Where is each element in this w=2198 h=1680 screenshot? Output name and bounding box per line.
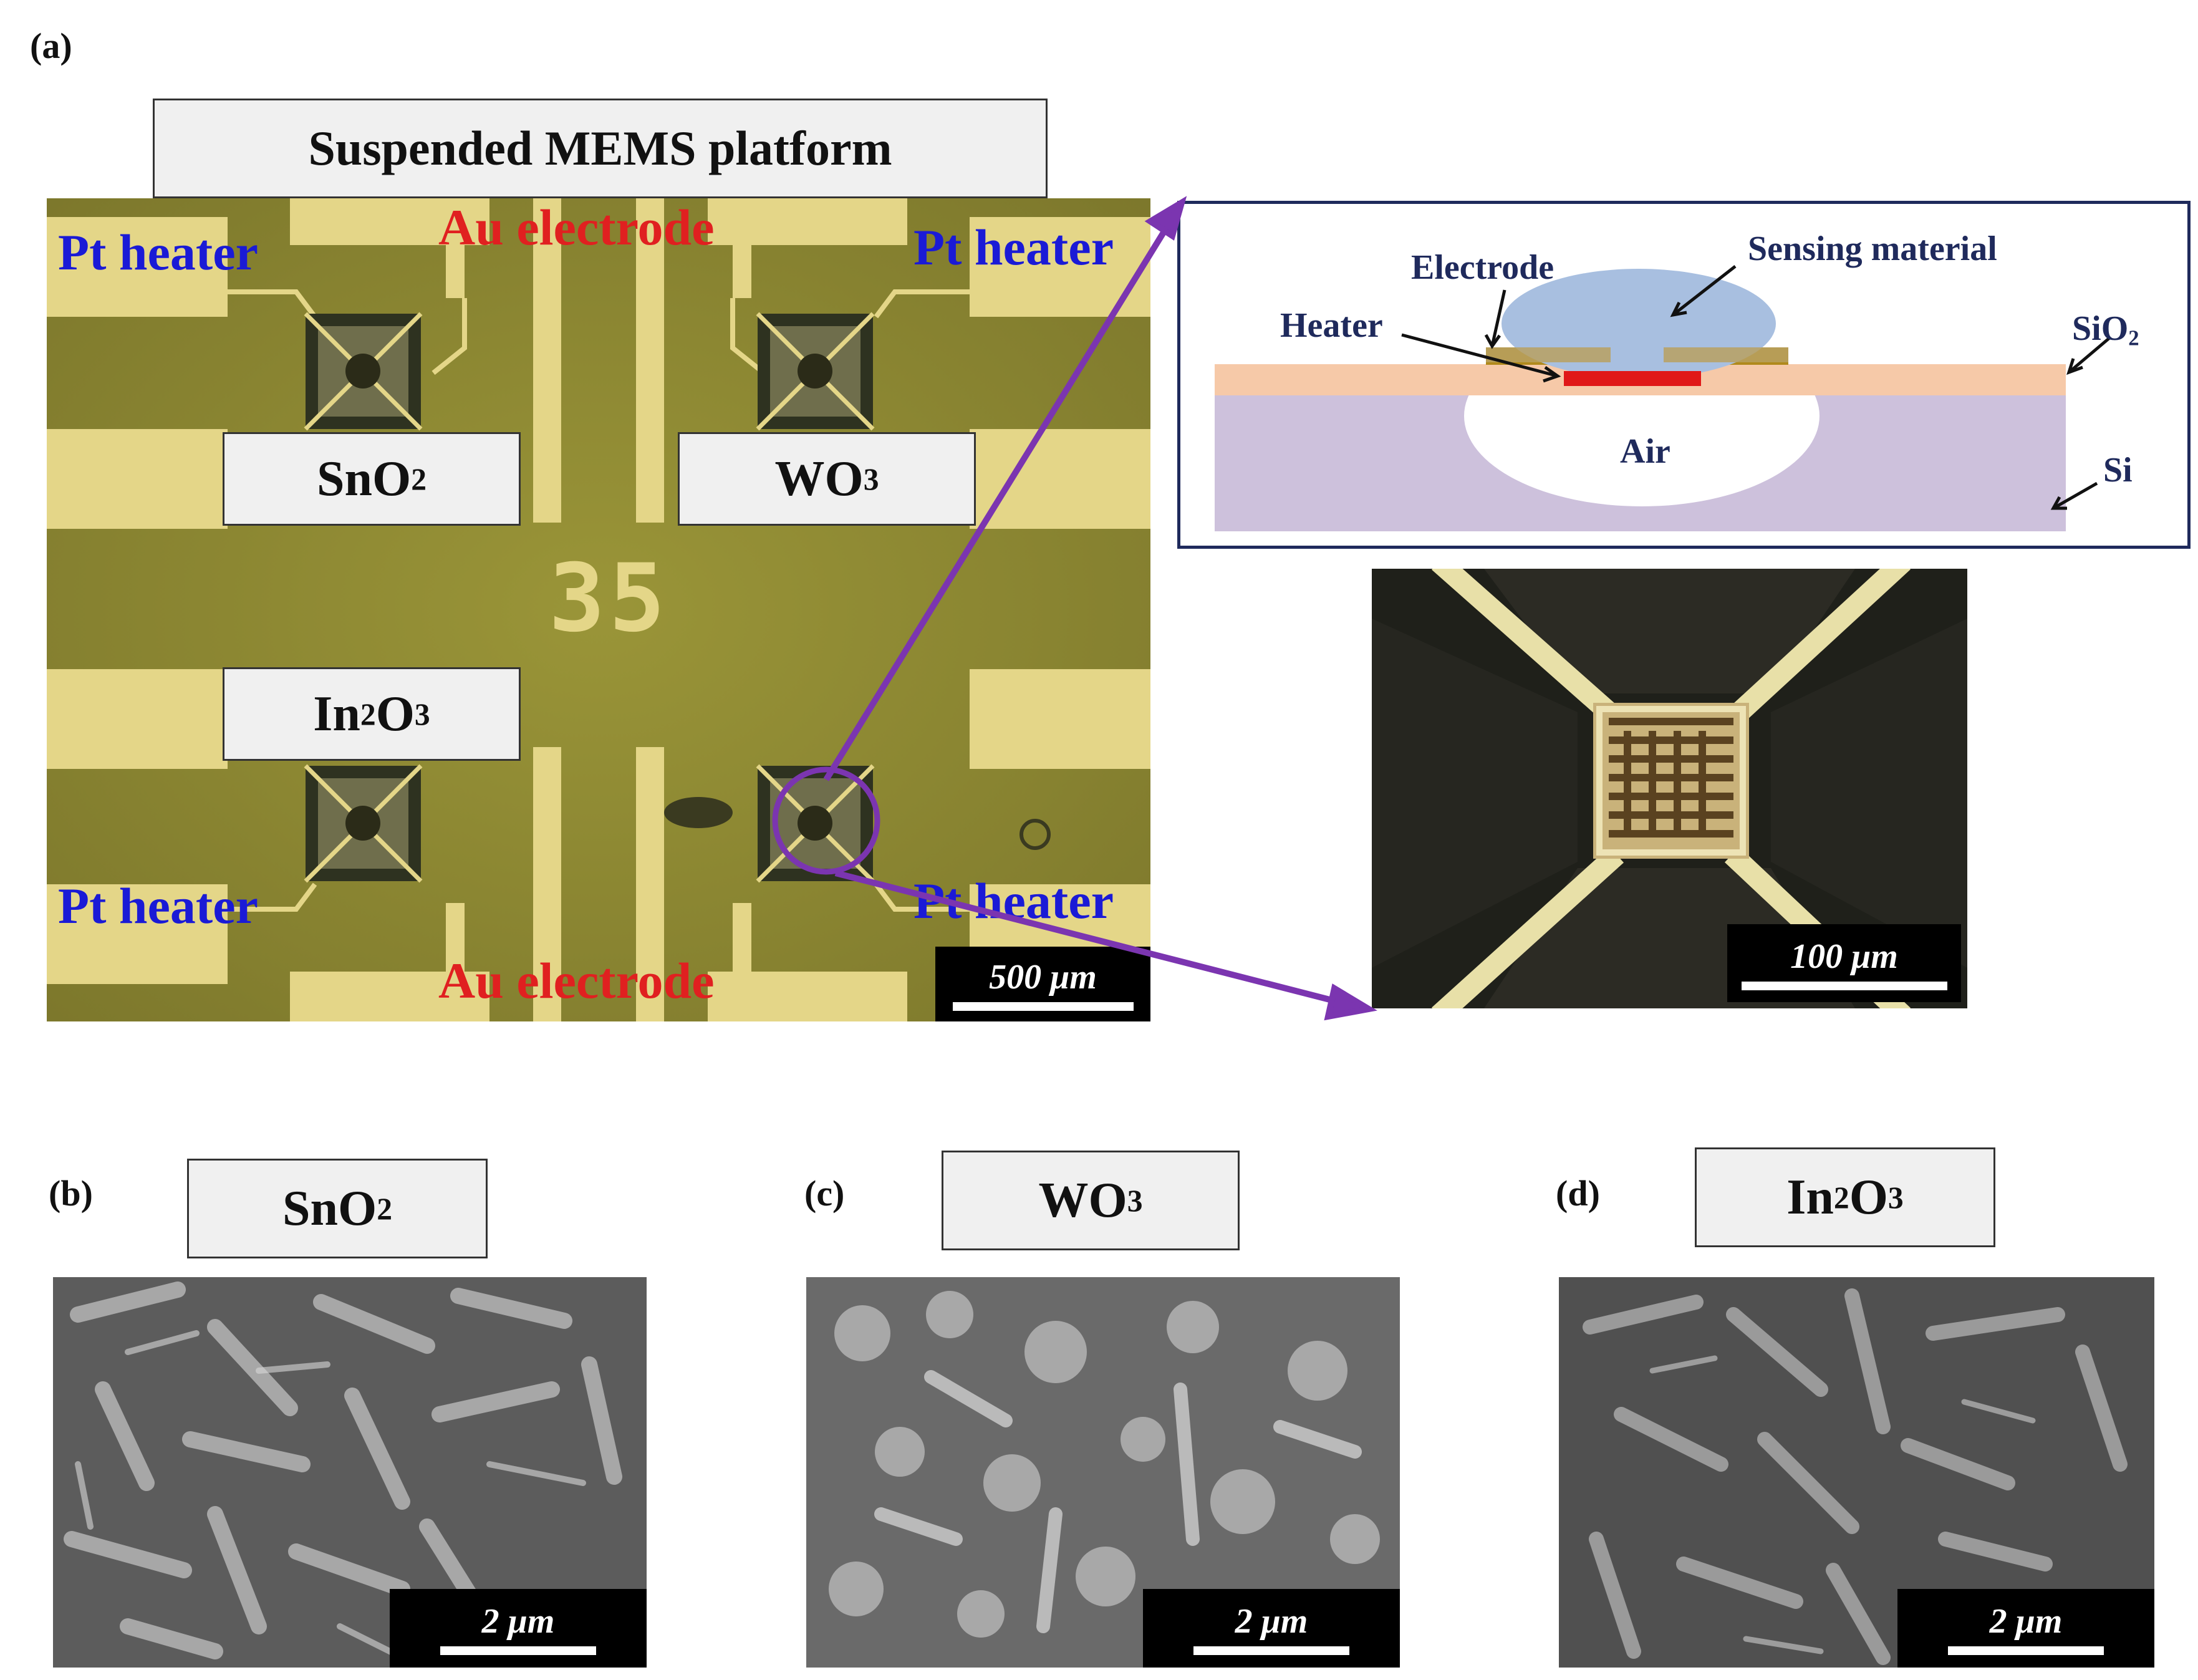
pad: [970, 669, 1150, 769]
pt-heater-label-tl: Pt heater: [58, 224, 258, 281]
cross-section-svg: [1215, 265, 2111, 531]
pt-heater-label-bl: Pt heater: [58, 877, 258, 934]
scale-bar-line: [1948, 1646, 2104, 1655]
scale-bar-line: [952, 1002, 1134, 1011]
platform-title-text: Suspended MEMS platform: [308, 121, 892, 175]
scale-bar-line: [440, 1646, 596, 1655]
sem-image-in2o3: 2 μm: [1559, 1277, 2154, 1668]
panel-d-label: (d): [1556, 1173, 1600, 1214]
scale-bar-wo3-text: 2 μm: [1235, 1602, 1308, 1641]
pad: [970, 429, 1150, 529]
scale-bar-sno2-text: 2 μm: [481, 1602, 555, 1641]
scale-bar-500um: 500 μm: [935, 947, 1150, 1021]
pt-heater-label-tr: Pt heater: [913, 219, 1114, 276]
pad: [47, 217, 228, 317]
cross-section-schematic: Electrode Sensing material Heater SiO2 A…: [1177, 201, 2191, 549]
label-electrode: Electrode: [1411, 248, 1555, 287]
label-sensing-material: Sensing material: [1748, 229, 1997, 268]
pad: [47, 884, 228, 984]
zoom-micrograph: 100 μm: [1372, 569, 1967, 1008]
platform-title: Suspended MEMS platform: [153, 99, 1048, 198]
scale-bar-line: [1193, 1646, 1349, 1655]
label-si: Si: [2103, 451, 2133, 490]
au-electrode-label-bottom: Au electrode: [438, 952, 715, 1009]
electrode-traces: [446, 198, 751, 1021]
pad: [47, 669, 228, 769]
label-heater: Heater: [1280, 306, 1383, 345]
electrode-pad-left-top: [1486, 347, 1611, 362]
panel-b-label: (b): [49, 1173, 93, 1214]
scale-bar-in2o3-text: 2 μm: [1989, 1602, 2063, 1641]
pad: [47, 429, 228, 529]
chip-number: 35: [549, 544, 669, 653]
chip-photo: 35 Pt heater Pt heater Pt heater Pt heat…: [47, 198, 1150, 1021]
scale-bar-sno2: 2 μm: [390, 1589, 647, 1668]
label-air: Air: [1620, 432, 1670, 471]
heater-element: [1564, 371, 1701, 386]
scale-bar-100um: 100 μm: [1727, 924, 1961, 1002]
contamination-dot: [1019, 819, 1051, 850]
scale-bar-in2o3: 2 μm: [1897, 1589, 2154, 1668]
scale-bar-100um-text: 100 μm: [1790, 937, 1898, 976]
pt-heater-label-br: Pt heater: [913, 872, 1114, 929]
pointer-arrows: [1401, 265, 2111, 510]
scale-bar-wo3: 2 μm: [1143, 1589, 1400, 1668]
panel-a-label: (a): [30, 26, 72, 66]
scale-bar-500um-text: 500 μm: [989, 958, 1097, 997]
scale-bar-line: [1741, 981, 1947, 990]
sem-image-wo3: 2 μm: [806, 1277, 1400, 1668]
label-sio2: SiO2: [2072, 309, 2139, 350]
electrode-pad-right-top: [1664, 347, 1788, 362]
contamination-spot: [664, 797, 733, 828]
au-electrode-label-top: Au electrode: [438, 199, 715, 256]
panel-c-label: (c): [804, 1173, 845, 1214]
sem-image-sno2: 2 μm: [53, 1277, 647, 1668]
